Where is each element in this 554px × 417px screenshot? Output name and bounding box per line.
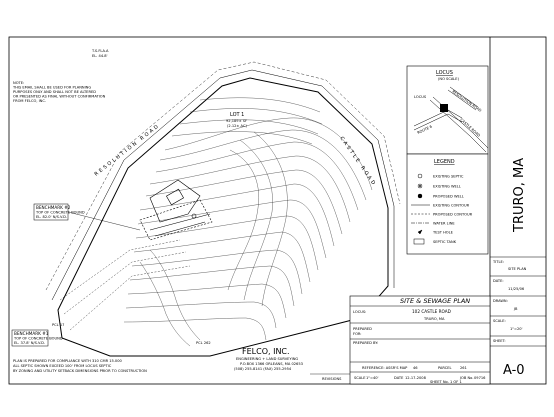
locus-scale: (NO SCALE)	[438, 77, 460, 81]
job-label: JOB No.	[459, 376, 473, 380]
legend-title: LEGEND	[434, 159, 455, 165]
top-note-line1: T.S.FLA.A	[91, 49, 109, 53]
locus-addr-town: TRURO, MA	[423, 317, 445, 321]
date-title-label: DATE:	[493, 279, 504, 283]
note-line-3: OR PRESENTED AS FINAL WITHOUT CONFIRMATI…	[13, 95, 106, 99]
date-title-value: 11/25/06	[508, 287, 525, 291]
planning-note: NOTE: THIS EMAIL SHALL BE USED FOR PLANN…	[12, 81, 106, 103]
note-line-2: PURPOSES ONLY AND SHALL NOT BE ALTERED	[13, 90, 96, 94]
property-boundary	[45, 61, 401, 357]
title-label: TITLE:	[492, 260, 504, 264]
firm-name: FELCO, INC.	[242, 347, 290, 356]
legend-item-3: EXISTING CONTOUR	[433, 204, 470, 208]
locus-title: LOCUS	[436, 70, 453, 76]
revisions-label: REVISIONS	[322, 377, 342, 381]
note-line-4: FROM FELCO, INC.	[13, 99, 46, 103]
benchmark-2: BENCHMARK #2 TOP OF CONCRETE BOUND EL. 8…	[33, 203, 141, 231]
benchmark-1-desc: TOP OF CONCRETE BOUND	[13, 337, 63, 341]
legend-item-1: EXISTING WELL	[433, 185, 461, 189]
firm-sub: ENGINEERING + LAND SURVEYING	[236, 357, 298, 361]
plan-note-1: ALL SEPTIC SHOWN EXCEED 100' FROM LOCUS …	[13, 364, 112, 368]
locus-street-2: ROUTE 6	[417, 124, 434, 135]
plan-note-0: PLAN IS PREPARED FOR COMPLIANCE WITH 310…	[13, 359, 122, 363]
sheet-title-label: SHEET:	[493, 339, 506, 343]
proposed-contours	[59, 239, 191, 331]
scale-title-label: SCALE:	[493, 319, 506, 323]
title-block: TRURO, MA TITLE: SITE PLAN DATE: 11/25/0…	[490, 158, 546, 378]
plan-info-block: SITE & SEWAGE PLAN LOCUS: 102 CASTLE ROA…	[349, 295, 491, 385]
benchmark-1-title: BENCHMARK #1	[14, 331, 49, 336]
lot-area-ac: (2.12± AC)	[227, 124, 247, 128]
scale-label: SCALE	[354, 376, 366, 380]
legend: LEGEND EXISTING SEPTIC EXISTING WELL PRO…	[406, 153, 489, 255]
note-line-0: NOTE:	[13, 81, 24, 85]
locus-addr-street: 102 CASTLE ROAD	[412, 309, 451, 314]
benchmark-2-title: BENCHMARK #2	[36, 205, 71, 210]
sheet-label: SHEET No. 1 OF 1	[430, 380, 462, 384]
parcel-label: PARCEL	[438, 366, 452, 370]
locus-addr-label: LOCUS:	[353, 310, 366, 314]
lot-label: LOT 1 92,189± SF (2.12± AC)	[226, 112, 247, 128]
benchmark-2-elev: EL. 82.0' N/S.V.D.	[36, 215, 67, 219]
scale-title-value: 1"=20'	[510, 327, 523, 331]
reference-map: 46	[413, 366, 418, 370]
benchmark-2-desc: TOP OF CONCRETE BOUND	[35, 211, 85, 215]
benchmark-1-elev: EL. 37.8' N/S.V.D.	[14, 341, 45, 345]
firm-block: FELCO, INC. ENGINEERING + LAND SURVEYING…	[234, 347, 303, 371]
locus-map: LOCUS (NO SCALE) LOCUS RESOLUTION ROAD C…	[406, 65, 489, 155]
prepared-by-label: PREPARED BY:	[353, 341, 378, 345]
drawn-label: DRAWN:	[493, 299, 508, 303]
benchmark-1: BENCHMARK #1 TOP OF CONCRETE BOUND EL. 3…	[11, 329, 63, 347]
firm-phone: (508) 255-8141 (FAX) 255-2954	[234, 367, 292, 371]
job-value: 09716	[474, 376, 486, 380]
sheet-number: A-0	[503, 363, 525, 378]
plan-title: SITE & SEWAGE PLAN	[400, 297, 470, 305]
parcel-value: 261	[460, 366, 467, 370]
firm-address: P.O.BOX 1366 ORLEANS, MA 02653	[240, 362, 303, 366]
legend-item-2: PROPOSED WELL	[433, 195, 464, 199]
prepared-label-2: FOR:	[353, 332, 362, 336]
plan-note-2: BY ZONING AND UTILITY SETBACK DIMENSIONS…	[13, 369, 147, 373]
septic-system-area	[139, 179, 213, 241]
date-label: DATE	[394, 376, 404, 380]
project-location: TRURO, MA	[512, 158, 527, 233]
legend-item-5: WATER LINE	[433, 222, 455, 226]
reference-label: REFERENCE: ASSR'S MAP	[362, 366, 408, 370]
drawn-value: JB	[513, 307, 518, 311]
lot-area-sf: 92,189± SF	[226, 119, 247, 123]
lot-number: LOT 1	[230, 112, 244, 118]
plan-compliance-note: PLAN IS PREPARED FOR COMPLIANCE WITH 310…	[13, 359, 147, 373]
locus-label: LOCUS	[414, 95, 427, 99]
sheet-border	[8, 36, 547, 385]
parcel-17-label: PCL 17	[52, 323, 64, 327]
date-value: 12-17-2008	[405, 376, 427, 380]
top-note-line2: EL. 44.8'	[92, 54, 108, 58]
note-line-1: THIS EMAIL SHALL BE USED FOR PLANNING	[12, 86, 91, 90]
legend-item-7: SEPTIC TANK	[433, 240, 457, 244]
prepared-label-1: PREPARED	[353, 327, 372, 331]
parcel-262-label: PCL 262	[196, 341, 211, 345]
legend-item-0: EXISTING SEPTIC	[433, 175, 464, 179]
legend-item-6: TEST HOLE	[432, 231, 454, 235]
title-value: SITE PLAN	[508, 267, 527, 271]
scale-value: 1"=40'	[366, 376, 379, 380]
legend-item-4: PROPOSED CONTOUR	[433, 213, 473, 217]
